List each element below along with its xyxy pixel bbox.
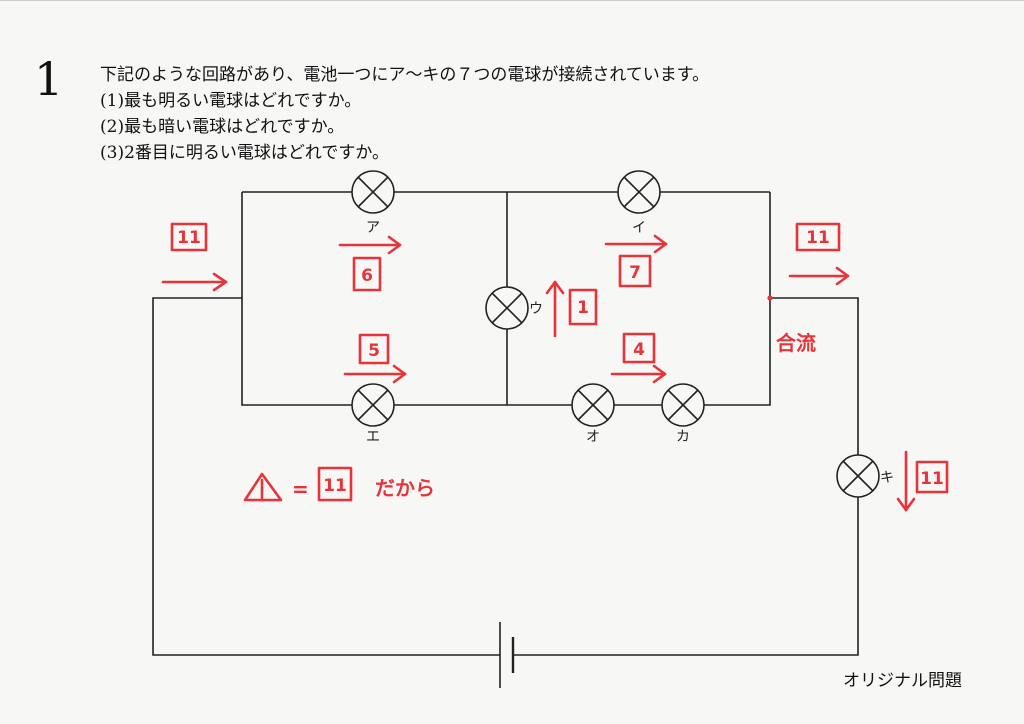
bulb-label-ki: キ [880,470,894,486]
annotation-ki-current: 11 [896,450,949,512]
circuit-wires [152,191,859,656]
annotation-right-out: 11 [788,222,850,286]
svg-text:5: 5 [368,341,380,361]
annotation-u-current: 1 [545,280,598,338]
svg-text:7: 7 [629,263,641,283]
bulb-label-ka: カ [676,429,690,445]
annotation-ok-current: 4 [610,332,667,384]
svg-text:11: 11 [177,228,201,248]
bulb-label-u: ウ [529,301,543,317]
annotation-delta-value: 11 [323,476,347,496]
footer-original-label: オリジナル問題 [843,671,962,691]
question-line-intro: 下記のような回路があり、電池一つにア〜キの７つの電球が接続されています。 [100,65,710,85]
question-line-1: (1)最も明るい電球はどれですか。 [100,91,362,111]
top-rule [0,0,1024,1]
bulb-label-o: オ [586,429,600,445]
battery [499,622,515,688]
svg-text:11: 11 [806,228,830,248]
annotation-delta-note: = 11 だから [243,466,435,502]
annotation-delta-equals: = [292,477,309,501]
bulb-u [485,286,529,330]
bulb-i [617,170,661,214]
bulb-ka [661,383,705,427]
bulb-e [351,383,395,427]
question-number: 1 [34,52,64,106]
annotation-junction-dot [767,295,773,301]
annotation-a-current: 6 [338,235,402,292]
annotation-i-current: 7 [604,234,668,288]
annotation-gouryu: 合流 [776,331,816,355]
bulb-label-i: イ [632,220,646,236]
annotation-delta-suffix: だから [375,476,435,500]
svg-text:6: 6 [361,266,373,286]
question-line-3: (3)2番目に明るい電球はどれですか。 [100,143,390,163]
annotation-e-current: 5 [343,333,407,384]
bulb-label-a: ア [366,220,380,236]
bulb-label-e: エ [366,429,380,445]
bulb-a [351,170,395,214]
bulb-ki [836,454,880,498]
question-line-2: (2)最も暗い電球はどれですか。 [100,117,345,137]
annotation-left-in: 11 [161,222,228,292]
question-text: 下記のような回路があり、電池一つにア〜キの７つの電球が接続されています。 (1)… [100,62,709,166]
svg-text:1: 1 [577,298,589,318]
bulb-o [571,383,615,427]
svg-text:4: 4 [633,340,645,360]
svg-text:11: 11 [920,469,944,489]
